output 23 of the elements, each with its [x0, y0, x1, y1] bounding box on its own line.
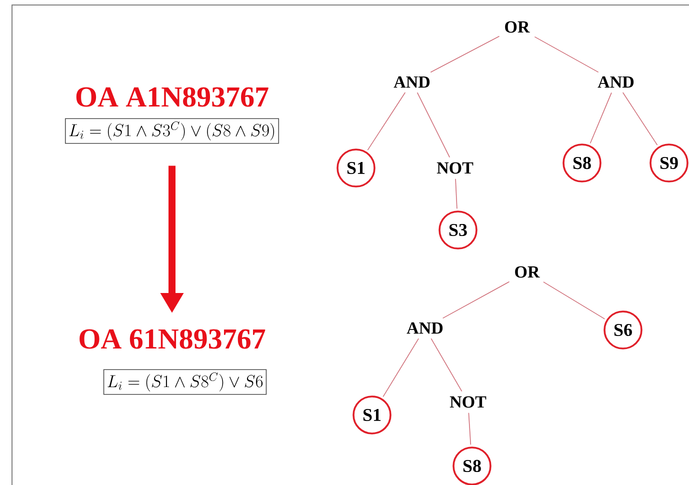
formula-box: $L_i = (S1 \wedge S3^C) \vee (S8 \wedge S9)$: [64, 118, 280, 144]
operator-label: AND: [598, 76, 634, 88]
tree-branch: [416, 92, 450, 158]
tree-branch: [430, 338, 462, 392]
tree-branch: [543, 282, 606, 320]
operator-label: AND: [394, 76, 430, 88]
tree-branch: [622, 92, 658, 146]
operator-label: OR: [505, 21, 530, 33]
tree-branch: [534, 36, 599, 73]
formula-box: $L_i = (S1 \wedge S8^C) \vee S6$: [103, 369, 267, 395]
operator-label: NOT: [450, 396, 486, 408]
operator-label: AND: [406, 322, 443, 334]
tree-branch: [590, 92, 612, 144]
title-text: OA 61N893767: [80, 329, 266, 349]
tree-branch: [442, 281, 510, 319]
tree-branch: [455, 178, 458, 210]
title-text: OA A1N893767: [76, 87, 268, 107]
tree-branch: [367, 92, 406, 150]
operator-label: OR: [515, 266, 540, 278]
operator-label: NOT: [436, 162, 474, 174]
tree-branch: [430, 36, 500, 73]
tree-branch: [382, 338, 419, 398]
tree-branch: [468, 412, 472, 446]
